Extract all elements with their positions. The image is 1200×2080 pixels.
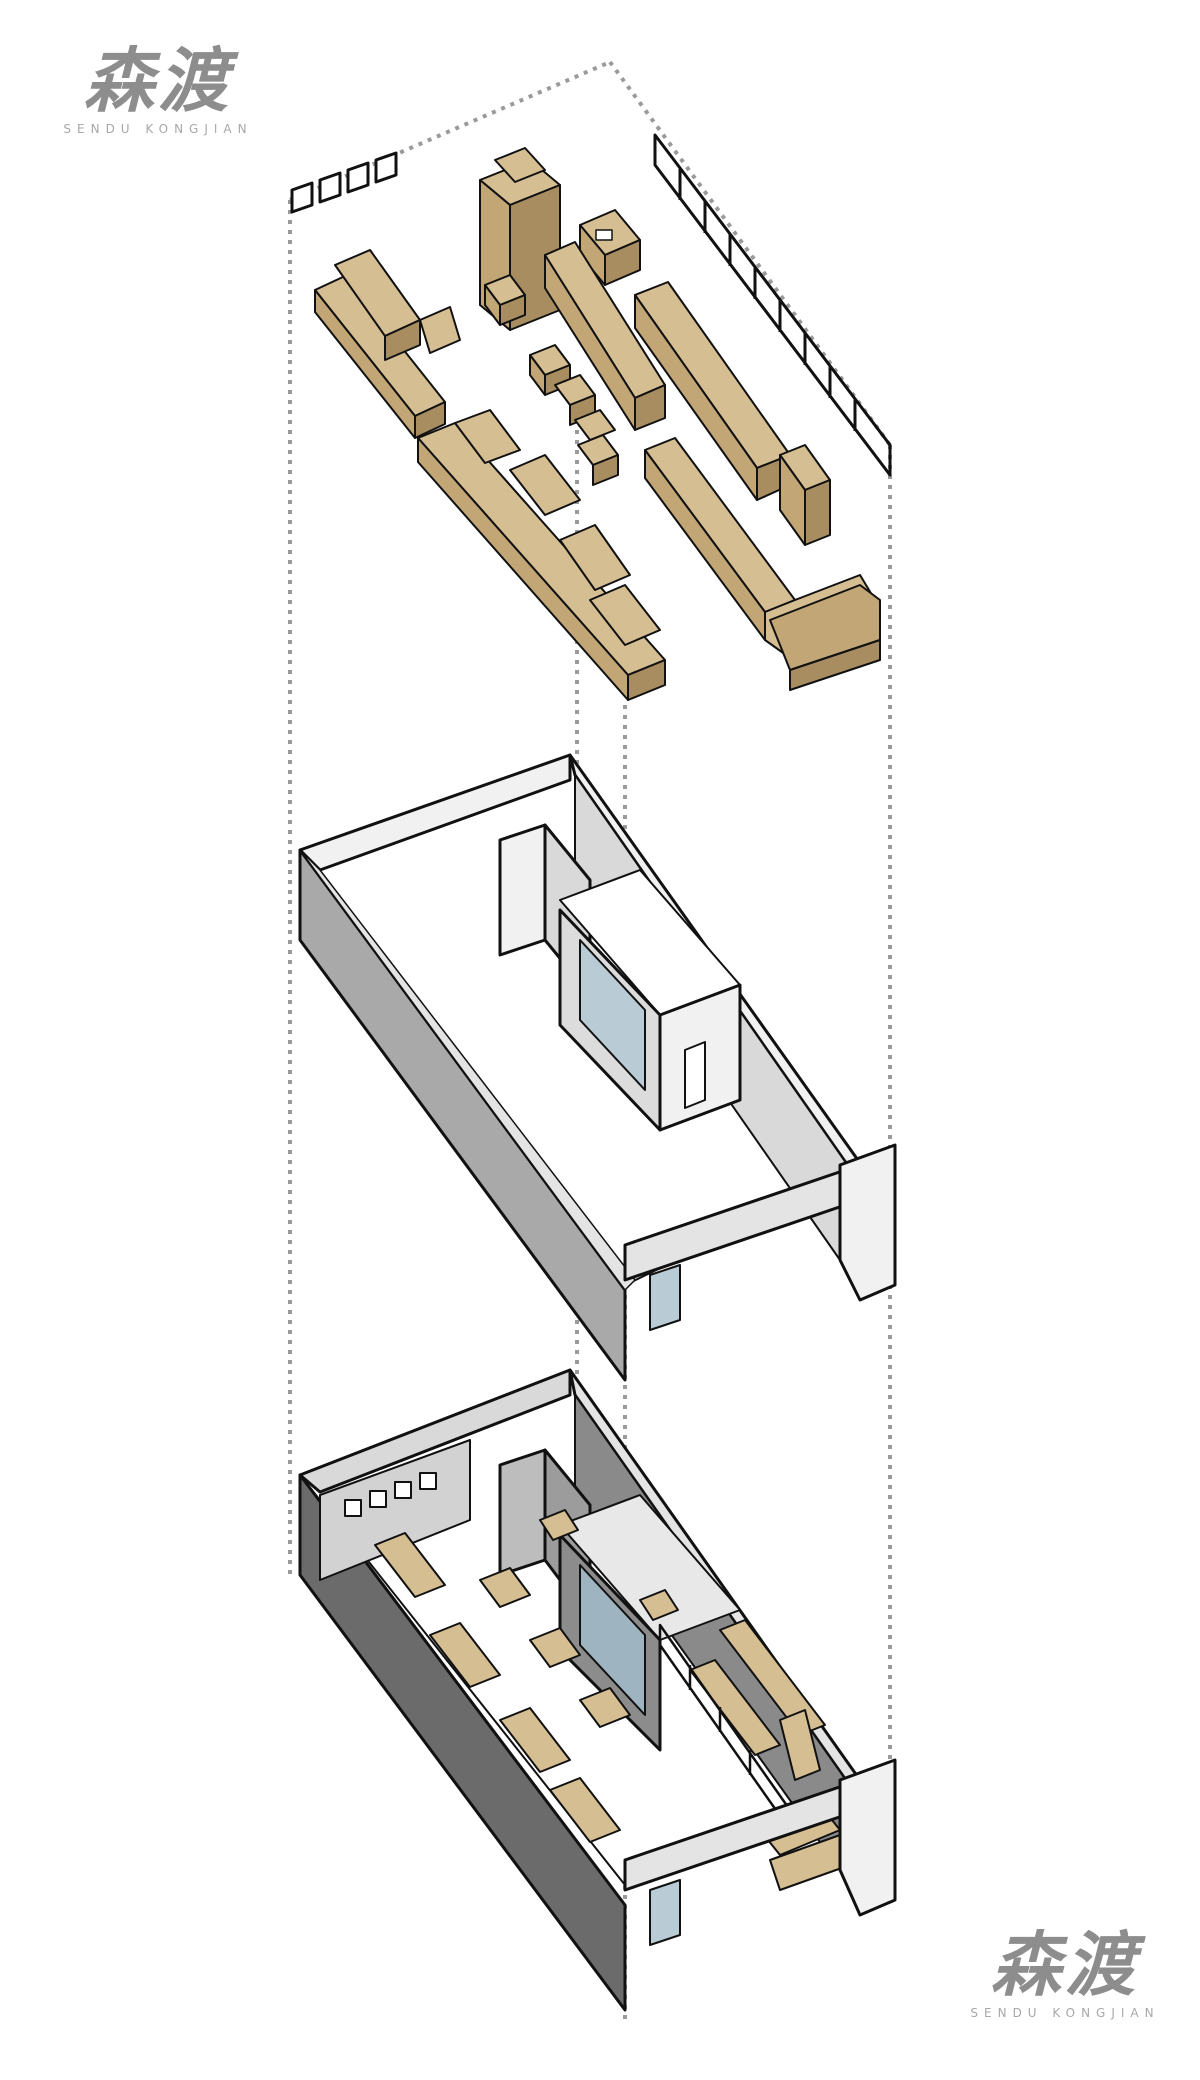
doorway bbox=[684, 1041, 706, 1109]
brand-logo-bottom: 森渡 SENDU KONGJIAN bbox=[950, 1923, 1180, 2021]
front-pillar bbox=[838, 1143, 897, 1302]
left-bench-lower bbox=[417, 409, 666, 701]
left-bench bbox=[314, 249, 461, 439]
right-counter bbox=[634, 281, 831, 546]
frame bbox=[346, 161, 370, 194]
furniture-layer bbox=[290, 133, 892, 701]
left-wall-top bbox=[299, 849, 636, 1291]
room-floor bbox=[559, 1494, 741, 1641]
wall-frames bbox=[344, 1472, 437, 1517]
brand-logo-english: SENDU KONGJIAN bbox=[63, 122, 253, 136]
brand-logo-chinese: 森渡 bbox=[991, 1923, 1139, 2006]
entry-glass bbox=[649, 1264, 681, 1331]
assembled-layer bbox=[298, 1368, 897, 2012]
brand-logo-top: 森渡 SENDU KONGJIAN bbox=[48, 39, 268, 137]
partition-box bbox=[498, 1448, 547, 1577]
front-pillar bbox=[838, 1758, 897, 1917]
sink-cabinet bbox=[579, 209, 641, 286]
frame bbox=[290, 181, 314, 214]
glass-panel bbox=[579, 1564, 646, 1716]
entry-glass bbox=[649, 1879, 681, 1946]
right-sofa bbox=[644, 437, 881, 691]
small-stools bbox=[484, 274, 619, 486]
left-wall-outer bbox=[298, 1473, 627, 2012]
back-wall bbox=[298, 1368, 572, 1494]
guide-line bbox=[289, 60, 611, 202]
frame bbox=[318, 171, 342, 204]
brand-logo-english: SENDU KONGJIAN bbox=[970, 2006, 1160, 2020]
glass-partition-frame bbox=[653, 133, 892, 477]
brand-logo-chinese: 森渡 bbox=[84, 39, 232, 122]
wall-frames bbox=[290, 151, 398, 214]
wall-shell-layer bbox=[298, 753, 897, 1382]
middle-counter bbox=[544, 241, 666, 431]
glass-panel bbox=[579, 939, 646, 1091]
partition-box bbox=[498, 823, 547, 957]
frame bbox=[374, 151, 398, 184]
